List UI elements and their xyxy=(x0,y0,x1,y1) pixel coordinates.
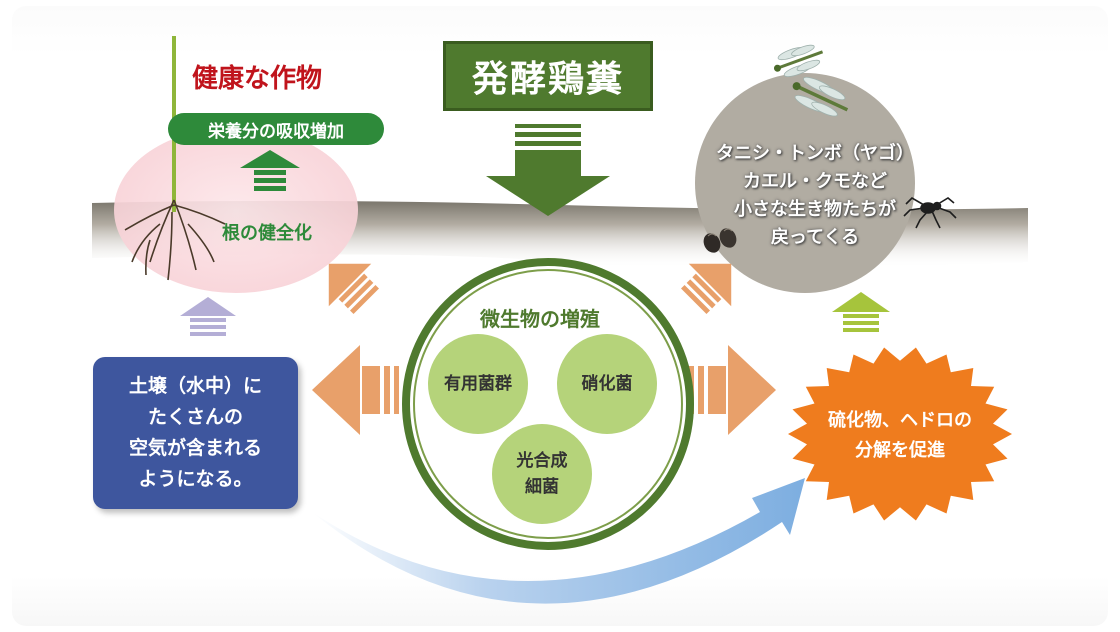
snail-icon xyxy=(703,228,737,253)
creature-area-circle xyxy=(695,73,915,293)
bacteria-label: 有用菌群 xyxy=(444,374,512,394)
absorption-pill: 栄養分の吸収増加 xyxy=(168,113,384,145)
up-arrow-green xyxy=(240,150,300,191)
microbe-title: 微生物の増殖 xyxy=(480,307,600,331)
creatures-line: タニシ・トンボ（ヤゴ） xyxy=(716,143,914,164)
creatures-text: タニシ・トンボ（ヤゴ） カエル・クモなど 小さな生き物たちが 戻ってくる xyxy=(690,140,940,252)
bacteria-circle-2 xyxy=(557,334,657,434)
plant-area-ellipse xyxy=(114,127,358,293)
down-arrow-title xyxy=(486,124,610,216)
main-title: 発酵鶏糞 xyxy=(443,41,653,111)
microbe-circle xyxy=(402,258,694,550)
arrow-right-big xyxy=(689,345,776,435)
soil-air-box: 土壌（水中）に たくさんの 空気が含まれる ようになる。 xyxy=(93,357,298,509)
dragonfly-icon xyxy=(773,44,824,77)
roots-label: 根の健全化 xyxy=(222,223,312,244)
soil-line: 空気が含まれる xyxy=(128,437,262,459)
diag-arrow-left xyxy=(328,263,379,314)
crop-title: 健康な作物 xyxy=(192,64,323,94)
decomposition-line: 硫化物、ヘドロの xyxy=(828,410,972,431)
creatures-line: 戻ってくる xyxy=(770,227,860,248)
soil-line: ようになる。 xyxy=(138,468,253,490)
starburst-badge xyxy=(788,347,1012,521)
creatures-line: カエル・クモなど xyxy=(743,171,887,192)
bacteria-circle-3 xyxy=(492,424,592,524)
dragonfly-icon xyxy=(792,76,849,117)
arrow-left-big xyxy=(312,345,399,435)
decomposition-line: 分解を促進 xyxy=(855,440,945,461)
blue-curved-arrow xyxy=(312,478,805,604)
soil-line: 土壌（水中）に xyxy=(128,375,262,397)
bacteria-circle-1 xyxy=(428,334,528,434)
up-arrow-lime xyxy=(832,292,890,332)
bacteria-label: 硝化菌 xyxy=(581,374,633,394)
soil-line: たくさんの xyxy=(147,406,243,428)
up-arrow-lavender xyxy=(180,297,236,336)
decomposition-text: 硫化物、ヘドロの 分解を促進 xyxy=(800,406,1000,466)
bacteria-label: 光合成 細菌 xyxy=(516,451,568,497)
creatures-line: 小さな生き物たちが xyxy=(734,199,896,220)
spider-icon xyxy=(903,196,957,229)
